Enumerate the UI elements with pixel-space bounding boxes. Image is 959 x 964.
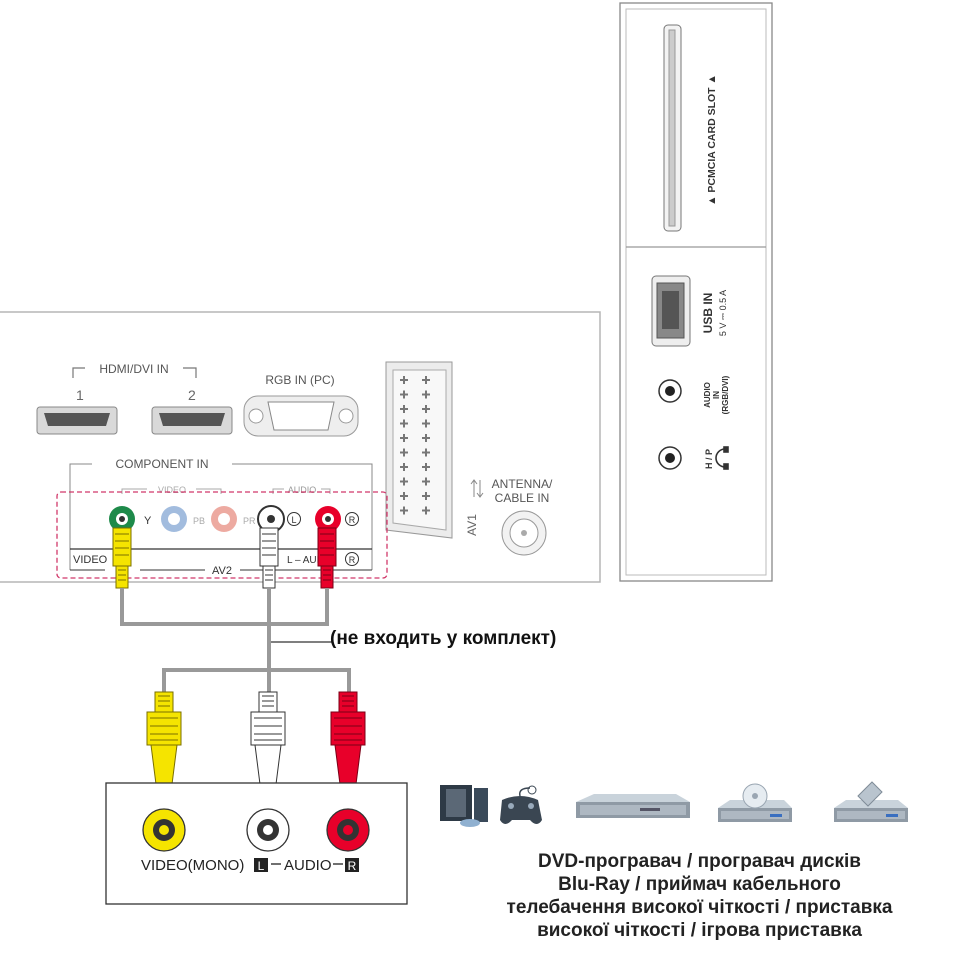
usb-label: USB IN xyxy=(701,293,715,334)
blu-ray-player-icon xyxy=(718,783,792,822)
video-label: VIDEO xyxy=(73,554,108,566)
scart-pin xyxy=(403,477,405,486)
usb-port[interactable] xyxy=(651,275,691,347)
hdmi-port-2-label: 2 xyxy=(188,387,196,403)
scart-pin xyxy=(425,390,427,399)
usb-rating: 5 V ⎓ 0.5 A xyxy=(718,290,728,336)
scart-pin xyxy=(403,506,405,515)
hdmi-port-2[interactable] xyxy=(151,406,233,435)
jack-pr[interactable] xyxy=(211,506,237,532)
dvd-player-icon xyxy=(576,794,690,818)
device-video-label: VIDEO(MONO) xyxy=(141,857,244,874)
scart-pin xyxy=(403,390,405,399)
av2-label: AV2 xyxy=(212,565,232,577)
audio-in-line3: (RGB/DVI) xyxy=(721,375,730,414)
scart-pin xyxy=(425,405,427,413)
antenna-label-line1: ANTENNA/ xyxy=(492,477,553,491)
hdmi-title: HDMI/DVI IN xyxy=(99,362,168,376)
scart-pin xyxy=(425,492,427,500)
caption-line-3: телебачення високої чіткості / приставка xyxy=(506,897,893,918)
cable-note: (не входить у комплект) xyxy=(330,628,557,649)
audio-in-line2: IN xyxy=(712,391,721,399)
headphone-icon xyxy=(715,446,729,470)
set-top-box-icon xyxy=(834,781,908,822)
y-label: Y xyxy=(144,515,152,527)
hdmi-port-1-label: 1 xyxy=(76,387,84,403)
device-jack-audio-l[interactable] xyxy=(246,808,290,852)
tv-back-panel: HDMI/DVI IN 1 2 RGB IN (PC) AV1 xyxy=(0,311,601,583)
pb-label: PB xyxy=(193,516,205,526)
scart-pin xyxy=(425,376,427,384)
device-jack-video[interactable] xyxy=(142,808,186,852)
headphone-port[interactable] xyxy=(658,446,682,470)
scart-pin xyxy=(425,434,427,442)
jack-y[interactable] xyxy=(109,506,135,532)
av1-arrows-icon xyxy=(470,479,484,498)
pcmcia-slot[interactable] xyxy=(663,24,682,232)
yellow-plug-top xyxy=(112,527,132,589)
audio-in-line1: AUDIO xyxy=(703,382,712,408)
hp-label: H / P xyxy=(704,449,714,469)
pr-label: PR xyxy=(243,516,256,526)
scart-pin xyxy=(425,448,427,457)
rgb-port[interactable] xyxy=(243,395,359,437)
scart-pin xyxy=(403,419,405,428)
scart-pin xyxy=(425,506,427,515)
scart-pin xyxy=(403,405,405,413)
media-player-icon xyxy=(440,785,488,827)
caption-line-4: високої чіткості / ігрова приставка xyxy=(537,920,862,941)
antenna-port[interactable] xyxy=(501,510,547,556)
scart-pin xyxy=(403,376,405,384)
hdmi-port-1[interactable] xyxy=(36,406,118,435)
antenna-label-line2: CABLE IN xyxy=(495,491,550,505)
devices-caption: DVD-програвач / програвач дисків Blu-Ray… xyxy=(440,850,959,942)
gamepad-icon xyxy=(500,785,542,824)
scart-pin xyxy=(425,463,427,471)
av2-r-mark: R xyxy=(349,555,356,565)
audio-in-port[interactable] xyxy=(658,379,682,403)
rgb-label: RGB IN (PC) xyxy=(265,373,334,387)
pcmcia-label: ▲ PCMCIA CARD SLOT ▲ xyxy=(706,74,718,206)
scart-pin xyxy=(425,477,427,486)
tv-side-panel: ▲ PCMCIA CARD SLOT ▲ USB IN 5 V ⎓ 0.5 A … xyxy=(619,2,773,582)
device-audio-label: AUDIO xyxy=(284,857,332,874)
white-plug-top xyxy=(259,527,279,589)
scart-pin xyxy=(425,419,427,428)
av1-label: AV1 xyxy=(465,514,479,536)
scart-pin xyxy=(403,434,405,442)
video-group-label: VIDEO xyxy=(158,485,186,495)
audio-group-label: AUDIO xyxy=(288,485,317,495)
jack-audio-r[interactable] xyxy=(315,506,341,532)
caption-line-1: DVD-програвач / програвач дисків xyxy=(538,851,861,872)
av2-highlight-box xyxy=(56,491,388,579)
scart-pin xyxy=(403,463,405,471)
scart-port[interactable] xyxy=(385,361,453,539)
l-audio-label: L – AUDIO xyxy=(287,555,335,566)
device-jack-audio-r[interactable] xyxy=(326,808,370,852)
audio-l-label: L xyxy=(291,515,296,525)
audio-r-label: R xyxy=(349,515,356,525)
device-panel: VIDEO(MONO) L AUDIO R xyxy=(105,782,408,905)
av-cable xyxy=(120,588,351,700)
jack-pb[interactable] xyxy=(161,506,187,532)
red-plug-top xyxy=(317,527,337,589)
caption-line-2: Blu-Ray / приймач кабельного xyxy=(558,874,841,895)
scart-pin xyxy=(403,448,405,457)
device-r-label: R xyxy=(348,859,357,873)
scart-pin xyxy=(403,492,405,500)
component-title: COMPONENT IN xyxy=(115,457,208,471)
device-l-label: L xyxy=(258,859,265,873)
